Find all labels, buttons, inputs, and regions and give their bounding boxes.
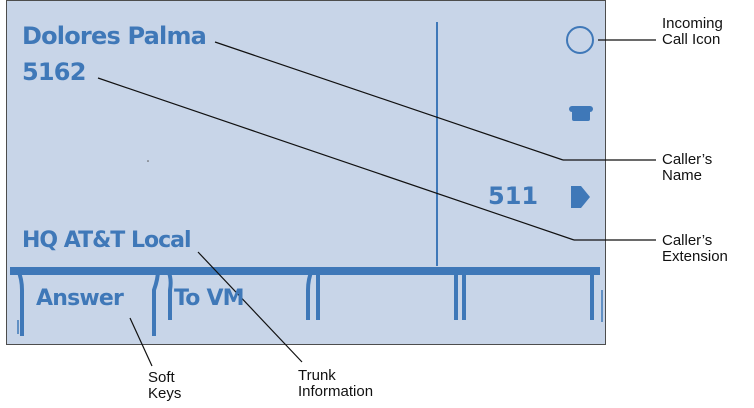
line-number: 511 [488,182,539,210]
callout-incoming-call-icon: Incoming Call Icon [662,15,723,48]
circle-icon [566,26,594,54]
trunk-info: HQ AT&T Local [22,228,192,253]
lcd-pixel-dot [147,160,149,162]
softkey-tab-4[interactable] [461,269,594,320]
softkey-tab-answer[interactable] [16,269,160,336]
caller-extension: 5162 [22,58,86,86]
softkey-to-vm-label[interactable]: To VM [174,286,245,311]
callout-callers-extension: Caller’s Extension [662,232,728,265]
caller-name: Dolores Palma [22,22,207,50]
softkey-tab-3[interactable] [316,270,458,320]
callout-soft-keys: Soft Keys [148,369,182,402]
softkey-tab-to-vm[interactable] [166,269,314,320]
softkey-bar [10,267,600,275]
leader-line-callers-name [214,41,564,161]
phone-lcd-screen [6,0,606,345]
softkey-answer-label[interactable]: Answer [36,286,124,311]
phone-icon [569,106,593,121]
callout-callers-name: Caller’s Name [662,151,713,184]
leader-line-soft-keys [129,317,153,367]
leader-line-callers-extension [97,77,575,241]
arrow-right-icon [571,186,590,208]
callout-trunk-information: Trunk Information [298,367,374,400]
leader-line-trunk-info [197,251,303,363]
